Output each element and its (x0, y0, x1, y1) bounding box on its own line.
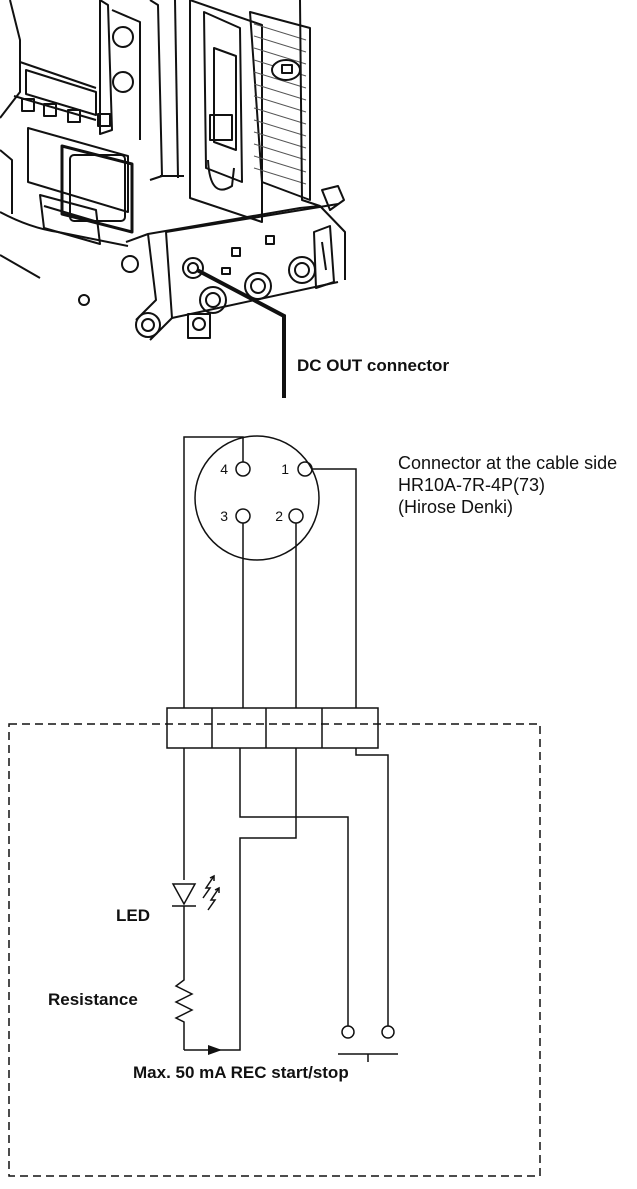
pin-numbers: 4 1 3 2 (220, 461, 289, 524)
pin-3-label: 3 (220, 508, 228, 524)
dc-out-leader-line (196, 268, 286, 398)
pin-4-label: 4 (220, 461, 228, 477)
resistance-label: Resistance (48, 990, 138, 1009)
pin-2-label: 2 (275, 508, 283, 524)
cable-side-part-number: HR10A-7R-4P(73) (398, 475, 546, 495)
pin-2-socket (288, 508, 304, 524)
wire-pin1 (312, 468, 357, 708)
pin-4-socket (235, 461, 251, 477)
cable-side-connector-icon (194, 435, 320, 561)
rec-switch-icon (338, 1025, 398, 1062)
wires (183, 436, 389, 1051)
wire-pin4 (183, 436, 244, 708)
dc-out-connector-label: DC OUT connector (297, 356, 450, 375)
led-label: LED (116, 906, 150, 925)
wire-c3 (239, 748, 349, 1026)
terminal-block (166, 707, 379, 749)
pin-1-label: 1 (281, 461, 289, 477)
rec-start-stop-label: Max. 50 mA REC start/stop (133, 1063, 349, 1082)
led-diode-icon (171, 874, 220, 975)
bottom-arrow-icon (208, 1045, 222, 1055)
camera-illustration-icon (0, 0, 346, 341)
pin-1-socket (297, 461, 313, 477)
pin-3-socket (235, 508, 251, 524)
cable-side-title: Connector at the cable side (398, 453, 618, 473)
external-device-enclosure (8, 723, 541, 1177)
resistor-icon (174, 975, 194, 1026)
cable-side-manufacturer: (Hirose Denki) (398, 497, 514, 517)
wire-c1 (355, 748, 389, 1026)
